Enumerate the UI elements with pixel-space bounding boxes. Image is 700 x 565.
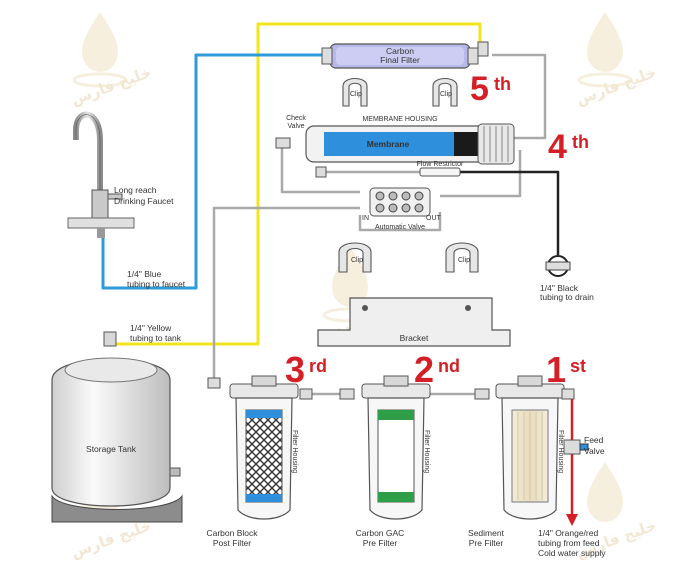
automatic-valve: IN OUT Automatic Valve bbox=[362, 187, 442, 231]
drain-saddle-icon: 1/4" Black tubing to drain bbox=[540, 255, 594, 302]
flow-restrictor-label: Flow Restrictor bbox=[417, 161, 464, 168]
feed-tubing-label: 1/4" Orange/red bbox=[538, 528, 598, 538]
carbon-block-label: Carbon Block bbox=[206, 528, 258, 538]
faucet-icon: Long reach Drinking Faucet 1/4" Blue tub… bbox=[67, 111, 186, 289]
filter-housing-label: Filter Housing bbox=[557, 430, 564, 473]
clip-icon: Clip bbox=[445, 242, 479, 273]
carbon-gac-label: Pre Filter bbox=[363, 538, 398, 548]
gray-tube-to-post bbox=[212, 206, 360, 380]
bracket: Bracket bbox=[317, 297, 511, 347]
carbon-gac-label: Carbon GAC bbox=[356, 528, 405, 538]
membrane-label: Membrane bbox=[367, 139, 410, 149]
storage-tank: 1/4" Yellow tubing to tank Storage Tank bbox=[51, 323, 183, 523]
sediment-pre-filter: Filter Housing Sediment Pre Filter bbox=[468, 375, 575, 548]
blue-tube bbox=[101, 53, 332, 290]
stage-2-number: 2 bbox=[414, 349, 434, 390]
watermark-drop-icon bbox=[72, 12, 128, 88]
stage-3-suffix: rd bbox=[309, 356, 327, 376]
gray-tube-auto-in bbox=[358, 212, 442, 232]
stage-5-number: 5 bbox=[470, 70, 489, 108]
clip-icon: Clip bbox=[342, 77, 368, 107]
automatic-valve-label: Automatic Valve bbox=[375, 224, 425, 231]
faucet-label: Drinking Faucet bbox=[114, 196, 174, 206]
feed-line: Feed Valve 1/4" Orange/red tubing from f… bbox=[538, 399, 606, 558]
stage-2-suffix: nd bbox=[438, 356, 460, 376]
watermark-drop-icon bbox=[577, 12, 633, 88]
yellow-tubing-label: 1/4" Yellow bbox=[130, 323, 172, 333]
clip-label: Clip bbox=[440, 91, 452, 98]
stage-4-suffix: th bbox=[572, 132, 589, 152]
stage-1-suffix: st bbox=[570, 356, 586, 376]
clip-icon: Clip bbox=[338, 242, 372, 273]
clip-label: Clip bbox=[351, 257, 363, 264]
sediment-label: Sediment bbox=[468, 528, 505, 538]
black-tube bbox=[460, 170, 560, 255]
yellow-tubing-label: tubing to tank bbox=[130, 333, 182, 343]
clip-icon: Clip bbox=[432, 77, 458, 107]
stage-5-suffix: th bbox=[494, 74, 511, 94]
black-tubing-label: 1/4" Black bbox=[540, 283, 579, 293]
carbon-final-filter-label: Final Filter bbox=[380, 55, 420, 65]
feed-tubing-label: tubing from feed bbox=[538, 538, 600, 548]
carbon-final-filter-label: Carbon bbox=[386, 46, 414, 56]
stage-1-number: 1 bbox=[546, 349, 566, 390]
membrane-housing: MEMBRANE HOUSING Membrane Check Valve bbox=[275, 115, 515, 165]
yellow-tube bbox=[108, 22, 482, 346]
feed-valve-icon bbox=[563, 439, 581, 455]
auto-valve-out-label: OUT bbox=[426, 215, 442, 222]
stage-4-number: 4 bbox=[548, 128, 567, 166]
carbon-gac-pre-filter: Filter Housing Carbon GAC Pre Filter bbox=[339, 375, 431, 548]
watermark-drop-icon bbox=[587, 462, 623, 522]
check-valve-fitting bbox=[275, 137, 291, 149]
filter-housing-label: Filter Housing bbox=[291, 430, 298, 473]
feed-tubing-label: Cold water supply bbox=[538, 548, 606, 558]
check-valve-label: Check bbox=[286, 115, 306, 122]
carbon-final-filter: Carbon Final Filter bbox=[321, 41, 489, 69]
sediment-label: Pre Filter bbox=[469, 538, 504, 548]
check-valve-label: Valve bbox=[288, 123, 305, 130]
carbon-block-post-filter: Filter Housing Carbon Block Post Filter bbox=[206, 375, 313, 548]
flow-restrictor: Flow Restrictor bbox=[315, 161, 464, 178]
black-tubing-label: tubing to drain bbox=[540, 292, 594, 302]
storage-tank-label: Storage Tank bbox=[86, 444, 137, 454]
watermark-text: خليج فارس bbox=[69, 516, 154, 562]
gray-tube-auto-out bbox=[440, 150, 522, 198]
filter-housing-label: Filter Housing bbox=[423, 430, 430, 473]
membrane-housing-label: MEMBRANE HOUSING bbox=[362, 116, 437, 123]
membrane-cap bbox=[477, 123, 515, 165]
auto-valve-in-label: IN bbox=[362, 215, 369, 222]
bracket-label: Bracket bbox=[400, 333, 429, 343]
watermark-text: خليج فارس bbox=[69, 63, 154, 109]
carbon-block-label: Post Filter bbox=[213, 538, 251, 548]
clip-label: Clip bbox=[350, 91, 362, 98]
faucet-label: Long reach bbox=[114, 185, 157, 195]
gray-tube-final-out bbox=[492, 53, 547, 140]
blue-tubing-label: 1/4" Blue bbox=[127, 269, 161, 279]
stage-3-number: 3 bbox=[285, 349, 305, 390]
watermark-text: خليج فارس bbox=[574, 63, 659, 109]
gray-tube-membrane-tank bbox=[280, 145, 360, 194]
feed-arrow-icon bbox=[566, 514, 578, 526]
feed-valve-label: Feed bbox=[584, 435, 604, 445]
feed-valve-label: Valve bbox=[584, 446, 605, 456]
blue-tubing-label: tubing to faucet bbox=[127, 279, 186, 289]
clip-label: Clip bbox=[458, 257, 470, 264]
